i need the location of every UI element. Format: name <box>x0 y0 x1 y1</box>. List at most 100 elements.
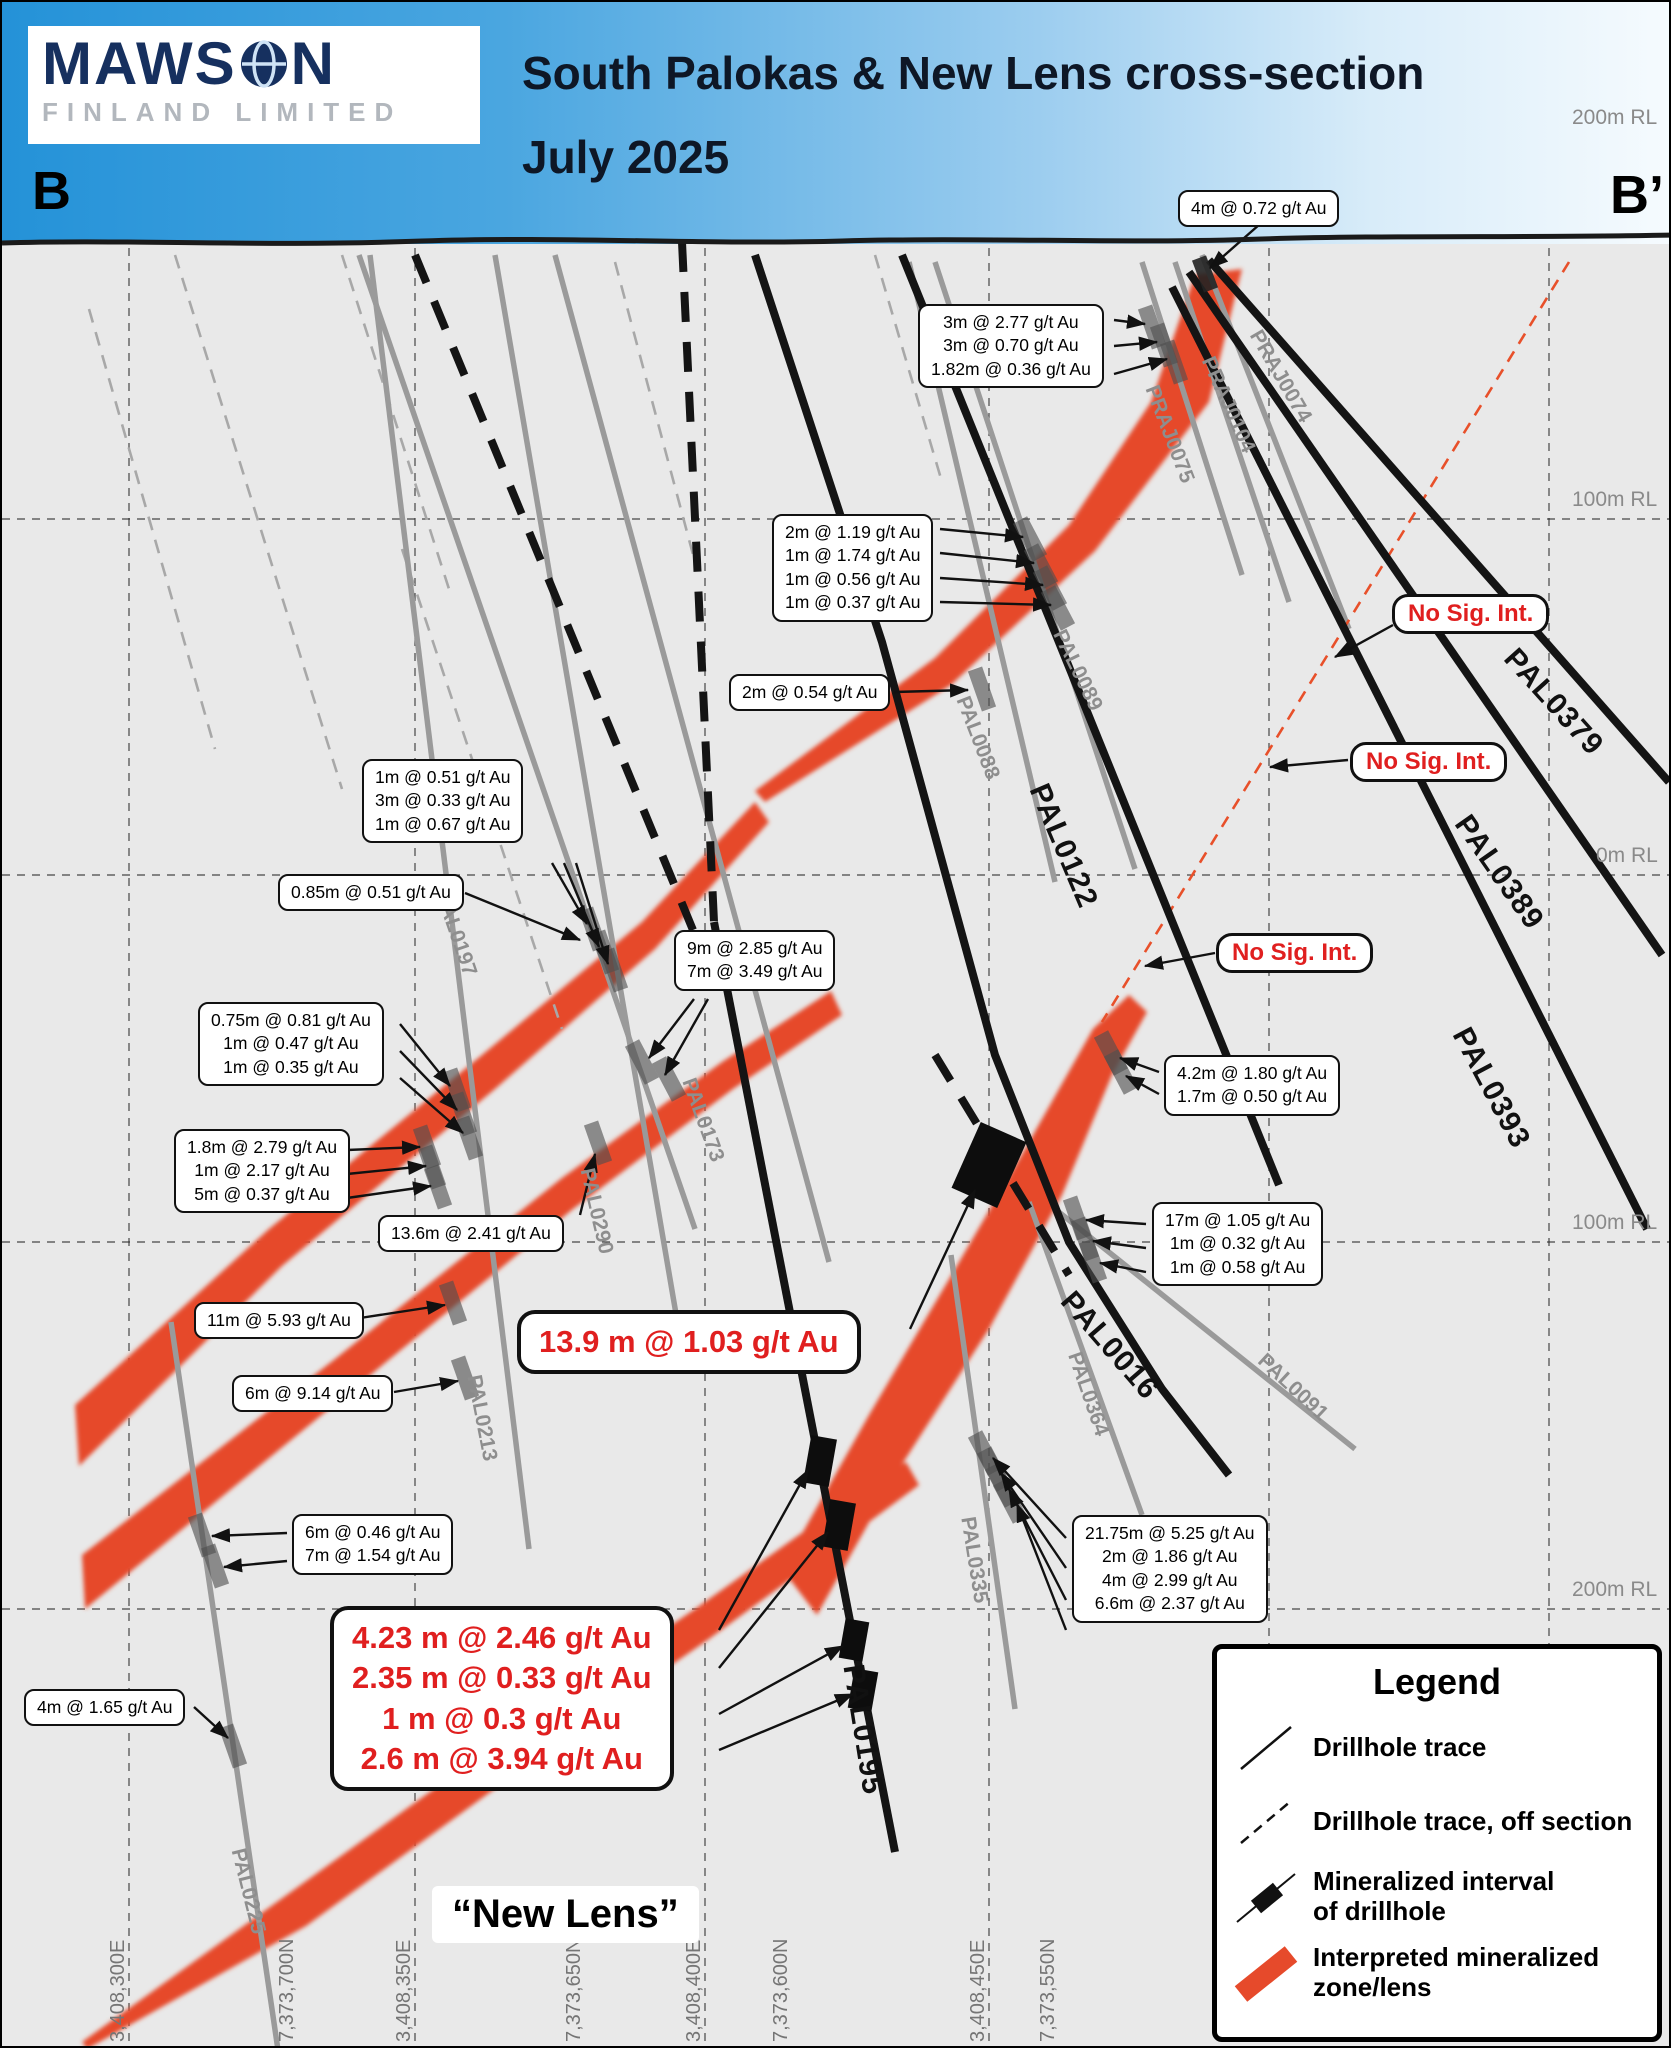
elevation-label: 0m RL <box>1596 844 1658 867</box>
coordinate-label: 3,408,350E <box>393 1939 415 2042</box>
mineralized-interval-symbol <box>1236 1873 1296 1923</box>
assay-line: 1m @ 0.56 g/t Au <box>785 568 921 589</box>
assay-line: 3m @ 0.70 g/t Au <box>943 335 1079 356</box>
mineralized-zone-symbol <box>1234 1945 1298 2002</box>
assay-line: 2m @ 1.19 g/t Au <box>785 522 921 542</box>
highlight-callout: 13.9 m @ 1.03 g/t Au <box>517 1310 861 1375</box>
assay-line: 1m @ 0.35 g/t Au <box>223 1056 359 1077</box>
assay-line: 4m @ 1.65 g/t Au <box>37 1697 173 1717</box>
legend-label: Mineralized interval of drillhole <box>1313 1866 1555 1926</box>
mineralized-interval-box <box>822 1499 856 1551</box>
assay-line: 1.7m @ 0.50 g/t Au <box>1177 1086 1328 1107</box>
mineralized-interval-box <box>803 1435 837 1487</box>
legend-item-mineralized-zone: Interpreted mineralized zone/lens <box>1231 1941 1647 2003</box>
legend: Legend Drillhole trace Drillhole trace, … <box>1212 1644 1662 2042</box>
mineralized-interval-box-large <box>951 1121 1027 1209</box>
assay-callout: 17m @ 1.05 g/t Au 1m @ 0.32 g/t Au 1m @ … <box>1152 1202 1324 1287</box>
highlight-line: 4.23 m @ 2.46 g/t Au <box>352 1620 652 1655</box>
lens-middle <box>82 991 842 1609</box>
assay-line: 1m @ 1.74 g/t Au <box>785 545 921 566</box>
mawson-globe-icon <box>240 40 287 88</box>
praj0075-trace <box>1139 261 1245 576</box>
assay-line: 2m @ 1.86 g/t Au <box>1102 1546 1238 1567</box>
logo-subtitle: Finland Limited <box>42 97 403 127</box>
legend-item-mineralized-interval: Mineralized interval of drillhole <box>1231 1866 1647 1927</box>
pal0379-trace <box>1205 257 1669 785</box>
pal0122-trace <box>898 253 1283 1187</box>
highlight-line: 2.35 m @ 0.33 g/t Au <box>352 1660 652 1696</box>
assay-line: 3m @ 2.77 g/t Au <box>943 312 1079 332</box>
interval-boxes <box>803 1121 1027 1712</box>
assay-line: 1m @ 0.47 g/t Au <box>223 1033 359 1054</box>
drillhole-trace-symbol <box>1240 1726 1292 1770</box>
new-lens-label: “New Lens” <box>432 1886 699 1943</box>
legend-label: Interpreted mineralized zone/lens <box>1313 1941 1600 2002</box>
assay-callout: 6m @ 0.46 g/t Au 7m @ 1.54 g/t Au <box>292 1514 454 1575</box>
assay-line: 5m @ 0.37 g/t Au <box>194 1183 330 1204</box>
offsection-black-trace-1 <box>411 253 699 937</box>
praj0104-trace <box>1172 261 1292 603</box>
assay-line: 1.8m @ 2.79 g/t Au <box>187 1137 338 1157</box>
assay-line: 1m @ 0.37 g/t Au <box>785 592 921 613</box>
assay-line: 1m @ 0.58 g/t Au <box>1169 1256 1306 1277</box>
assay-callout: 2m @ 0.54 g/t Au <box>729 674 891 712</box>
elevation-label: 100m RL <box>1572 1211 1658 1234</box>
coordinate-label: 7,373,700N <box>276 1938 298 2042</box>
assay-callout: 4m @ 1.65 g/t Au <box>24 1689 186 1727</box>
mineralized-interval-box <box>838 1618 870 1662</box>
assay-line: 1m @ 0.51 g/t Au <box>375 767 511 787</box>
assay-line: 1m @ 0.32 g/t Au <box>1169 1233 1306 1254</box>
no-sig-int-label: No Sig. Int. <box>1392 594 1550 634</box>
legend-label: Drillhole trace, off section <box>1313 1806 1633 1837</box>
assay-line: 17m @ 1.05 g/t Au <box>1165 1210 1311 1230</box>
pal0364-trace <box>1026 1201 1145 1516</box>
section-marker-b-prime: B’ <box>1610 165 1664 225</box>
assay-line: 2m @ 0.54 g/t Au <box>742 682 878 702</box>
assay-callout: 9m @ 2.85 g/t Au 7m @ 3.49 g/t Au <box>674 930 836 991</box>
lens-south-palokas <box>782 995 1147 1615</box>
section-marker-b: B <box>32 161 71 221</box>
assay-line: 7m @ 1.54 g/t Au <box>305 1545 441 1566</box>
coordinate-label: 7,373,650N <box>563 1938 585 2042</box>
pal0225-trace <box>168 1321 281 2046</box>
assay-line: 7m @ 3.49 g/t Au <box>687 961 823 982</box>
assay-line: 4m @ 0.72 g/t Au <box>1191 198 1327 218</box>
praj0074-trace <box>1199 253 1352 631</box>
assay-callout: 1m @ 0.51 g/t Au 3m @ 0.33 g/t Au 1m @ 0… <box>362 759 524 844</box>
elevation-label: 200m RL <box>1572 106 1658 129</box>
logo-wordmark: MAWS N <box>42 34 466 94</box>
mawson-logo: MAWS N Finland Limited <box>28 26 480 144</box>
coordinate-label: 3,408,300E <box>107 1939 129 2042</box>
assay-callout: 4m @ 0.72 g/t Au <box>1178 190 1340 228</box>
assay-line: 9m @ 2.85 g/t Au <box>687 938 823 958</box>
assay-callout: 6m @ 9.14 g/t Au <box>232 1375 394 1413</box>
coordinate-label: 3,408,400E <box>683 1939 705 2042</box>
coordinate-label: 7,373,600N <box>770 1938 792 2042</box>
annotation-arrows <box>193 223 1394 1752</box>
elevation-label: 200m RL <box>1572 1578 1658 1601</box>
assay-callout: 13.6m @ 2.41 g/t Au <box>378 1215 564 1253</box>
assay-line: 4m @ 2.99 g/t Au <box>1102 1569 1238 1590</box>
assay-callout: 21.75m @ 5.25 g/t Au 2m @ 1.86 g/t Au 4m… <box>1072 1515 1268 1623</box>
assay-line: 3m @ 0.33 g/t Au <box>375 790 511 811</box>
assay-line: 1m @ 2.17 g/t Au <box>194 1160 330 1181</box>
highlight-line: 2.6 m @ 3.94 g/t Au <box>360 1740 643 1776</box>
legend-label: Drillhole trace <box>1313 1732 1487 1763</box>
assay-line: 13.6m @ 2.41 g/t Au <box>391 1223 551 1243</box>
coordinate-label: 3,408,450E <box>967 1939 989 2042</box>
elevation-label: 100m RL <box>1572 488 1658 511</box>
highlight-callout: 4.23 m @ 2.46 g/t Au 2.35 m @ 0.33 g/t A… <box>330 1606 674 1792</box>
figure-subtitle: July 2025 <box>522 131 730 183</box>
logo-text-right: N <box>290 30 336 97</box>
highlight-line: 1 m @ 0.3 g/t Au <box>382 1700 622 1736</box>
offsection-red-hole <box>1100 261 1571 1023</box>
pal0195-offsection-upper <box>678 241 718 923</box>
assay-callout: 3m @ 2.77 g/t Au 3m @ 0.70 g/t Au 1.82m … <box>918 304 1104 389</box>
legend-title: Legend <box>1372 1661 1501 1702</box>
drillhole-trace-offsection-symbol <box>1240 1800 1292 1844</box>
assay-callout: 11m @ 5.93 g/t Au <box>194 1302 364 1340</box>
assay-line: 6m @ 9.14 g/t Au <box>245 1383 381 1403</box>
assay-line: 1m @ 0.67 g/t Au <box>375 813 511 834</box>
assay-line: 1.82m @ 0.36 g/t Au <box>931 358 1091 379</box>
